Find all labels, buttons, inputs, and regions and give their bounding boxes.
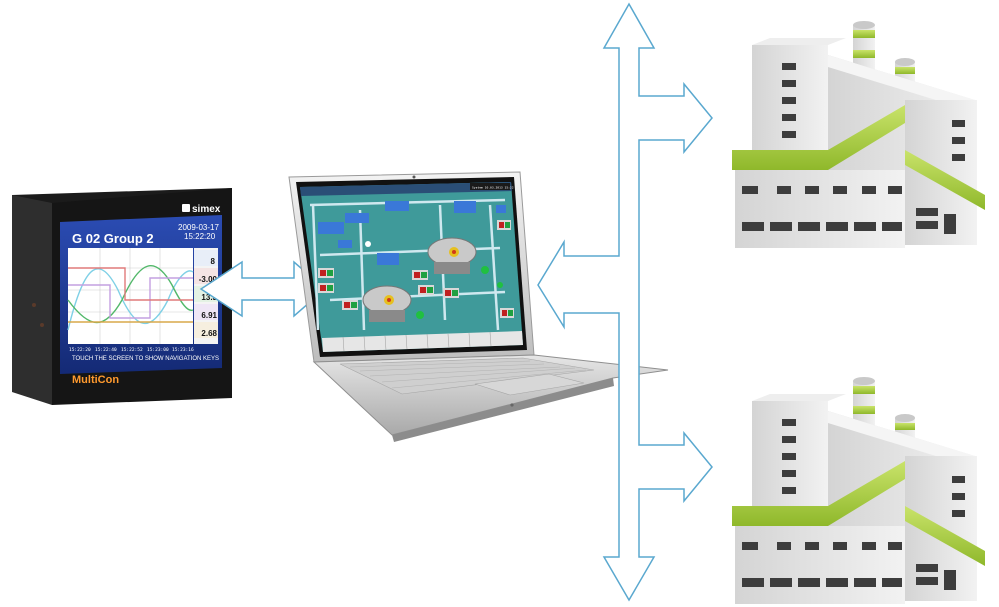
reading-1: 8 bbox=[211, 257, 216, 266]
time-tick: 15:22:20 bbox=[69, 347, 91, 353]
time-tick: 15:22:52 bbox=[121, 347, 143, 353]
recorder-traces bbox=[67, 265, 194, 331]
recorder-model: MultiCon bbox=[72, 374, 119, 386]
reading-5: 2.68 bbox=[201, 329, 217, 338]
time-tick: 15:23:00 bbox=[147, 347, 169, 353]
factory-building-top bbox=[732, 21, 985, 248]
time-tick: 15:23:16 bbox=[172, 347, 194, 353]
recorder-readings: 8 -3.00 13.3 6.91 2.68 bbox=[194, 248, 218, 344]
network-bus-arrow bbox=[537, 2, 713, 602]
scada-valves bbox=[318, 220, 514, 319]
scada-header-text: System 10.03.2013 15:22 bbox=[472, 186, 514, 190]
factory-building-bottom bbox=[732, 377, 985, 604]
reading-2: -3.00 bbox=[199, 275, 218, 284]
scada-header bbox=[470, 183, 510, 190]
recorder-time-axis: 15:22:20 15:22:40 15:22:52 15:23:00 15:2… bbox=[69, 347, 194, 353]
recorder-footer: TOUCH THE SCREEN TO SHOW NAVIGATION KEYS bbox=[72, 356, 219, 362]
scada-tank-right bbox=[427, 237, 477, 274]
scada-pipes bbox=[309, 198, 506, 331]
recorder-time: 15:22:20 bbox=[184, 232, 216, 241]
multicon-recorder: simex G 02 Group 2 2009-03-17 15:22:20 bbox=[12, 188, 232, 405]
laptop-trackpad bbox=[474, 373, 585, 396]
recorder-plot bbox=[68, 248, 193, 344]
scada-tank-left bbox=[362, 285, 412, 322]
brand-logo-icon bbox=[182, 204, 190, 212]
recorder-screen-title: G 02 Group 2 bbox=[72, 231, 154, 246]
laptop: System 10.03.2013 15:22 bbox=[288, 171, 669, 442]
reading-3: 13.3 bbox=[201, 293, 217, 302]
recorder-brand: simex bbox=[192, 204, 221, 215]
scada-panels bbox=[318, 201, 506, 265]
recorder-date: 2009-03-17 bbox=[178, 223, 219, 232]
time-tick: 15:22:40 bbox=[95, 347, 117, 353]
scada-nav-buttons[interactable] bbox=[342, 331, 492, 352]
reading-4: 6.91 bbox=[201, 311, 217, 320]
